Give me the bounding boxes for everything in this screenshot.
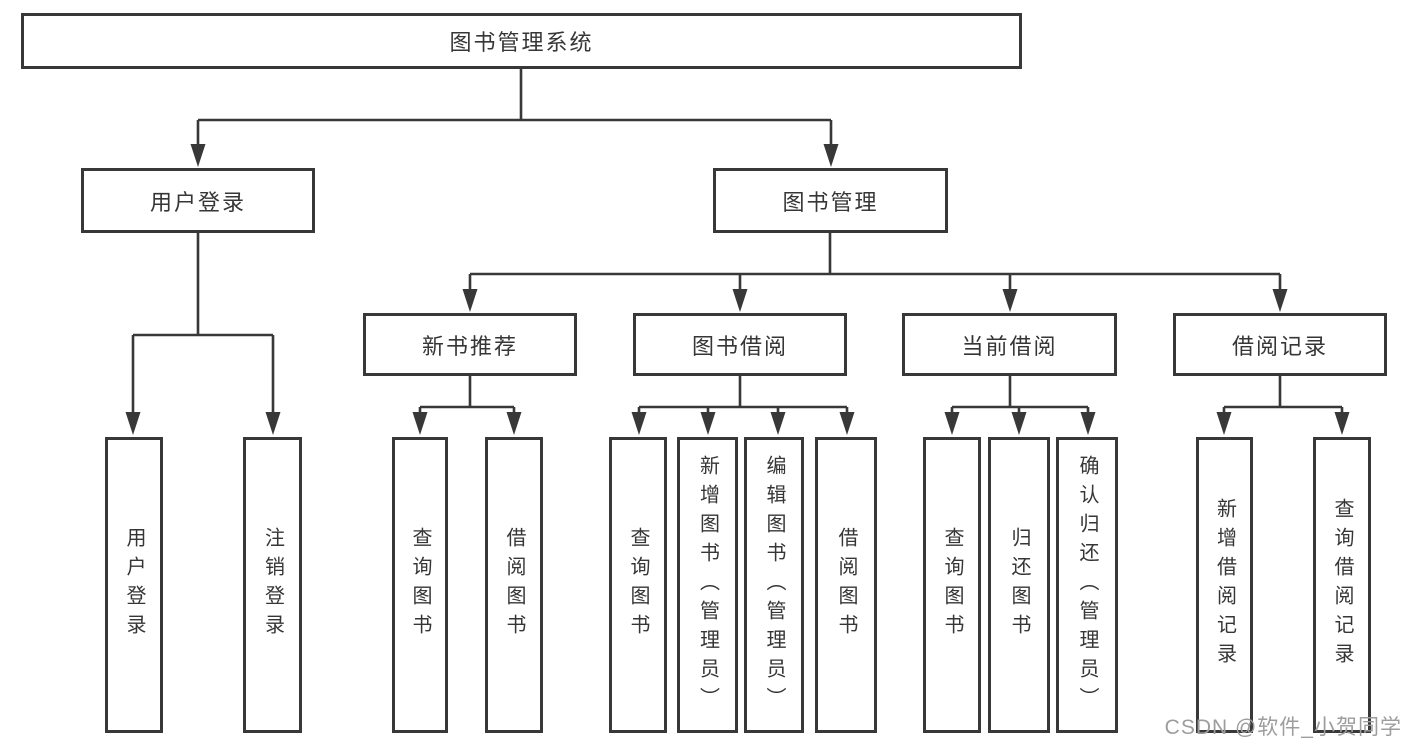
node-borrow-records: 借阅记录 [1173, 313, 1387, 376]
node-label: 用户登录 [123, 527, 145, 643]
arrow-down-icon [462, 289, 478, 312]
node-label: 查询借阅记录 [1331, 498, 1353, 672]
connector-user-login-children [131, 232, 275, 414]
csdn-watermark: CSDN @软件_小贺同学 [1164, 716, 1402, 739]
connector-book-borrow-children [637, 375, 849, 414]
arrow-down-icon [1216, 412, 1232, 435]
leaf-borrow-books: 借阅图书 [815, 437, 877, 733]
arrow-down-icon [823, 144, 839, 167]
arrow-down-icon [190, 144, 206, 167]
leaf-logout: 注销登录 [243, 437, 302, 733]
node-label: 新增借阅记录 [1213, 498, 1236, 672]
node-label: 查询图书 [409, 527, 431, 643]
node-label: 注销登录 [261, 527, 284, 643]
arrow-down-icon [1002, 289, 1018, 312]
arrow-down-icon [125, 412, 141, 435]
leaf-add-borrow-record: 新增借阅记录 [1196, 437, 1253, 733]
arrow-down-icon [265, 412, 281, 435]
leaf-user-login: 用户登录 [105, 437, 163, 733]
arrow-down-icon [631, 412, 647, 435]
node-label: 当前借阅 [961, 333, 1058, 359]
node-label: 图书借阅 [691, 333, 788, 359]
node-label: 借阅记录 [1231, 333, 1328, 359]
connector-book-management-children [468, 232, 1282, 291]
leaf-query-books-borrow: 查询图书 [609, 437, 667, 733]
node-label: 图书管理系统 [449, 30, 594, 55]
arrow-down-icon [732, 289, 748, 312]
node-label: 归还图书 [1008, 527, 1030, 643]
arrow-down-icon [1011, 412, 1027, 435]
leaf-edit-books-admin: 编辑图书（管理员） [744, 437, 804, 733]
node-new-book-recommend: 新书推荐 [363, 313, 577, 376]
arrow-down-icon [506, 412, 522, 435]
arrow-down-icon [944, 412, 960, 435]
leaf-add-books-admin: 新增图书（管理员） [677, 437, 738, 733]
leaf-borrow-books-recommend: 借阅图书 [485, 437, 543, 733]
node-label: 查询图书 [941, 527, 963, 643]
node-label: 图书管理 [782, 189, 879, 215]
arrow-down-icon [412, 412, 428, 435]
node-label: 编辑图书（管理员） [763, 454, 785, 716]
leaf-query-books-recommend: 查询图书 [392, 437, 448, 733]
connector-current-borrow-children [950, 375, 1090, 414]
leaf-confirm-return-admin: 确认归还（管理员） [1056, 437, 1118, 733]
arrowheads [125, 144, 1350, 435]
node-label: 确认归还（管理员） [1076, 454, 1098, 716]
node-book-management: 图书管理 [713, 168, 948, 233]
arrow-down-icon [839, 412, 855, 435]
connector-root-to-level2 [196, 68, 833, 146]
arrow-down-icon [770, 412, 786, 435]
leaf-query-books-current: 查询图书 [923, 437, 981, 733]
connector-borrow-records-children [1222, 375, 1344, 414]
node-current-borrow: 当前借阅 [902, 313, 1117, 376]
node-user-login: 用户登录 [81, 168, 315, 233]
leaf-return-books: 归还图书 [988, 437, 1050, 733]
node-label: 用户登录 [149, 189, 246, 215]
node-book-borrow: 图书借阅 [633, 313, 847, 376]
arrow-down-icon [1272, 289, 1288, 312]
arrow-down-icon [1334, 412, 1350, 435]
arrow-down-icon [700, 412, 716, 435]
arrow-down-icon [1080, 412, 1096, 435]
node-label: 新增图书（管理员） [696, 454, 719, 716]
node-label: 新书推荐 [421, 333, 518, 359]
node-label: 借阅图书 [503, 527, 525, 643]
node-label: 查询图书 [627, 527, 649, 643]
node-root-system: 图书管理系统 [21, 13, 1022, 69]
node-label: 借阅图书 [835, 527, 857, 643]
leaf-query-borrow-record: 查询借阅记录 [1313, 437, 1371, 733]
connector-new-book-recommend-children [418, 375, 516, 414]
